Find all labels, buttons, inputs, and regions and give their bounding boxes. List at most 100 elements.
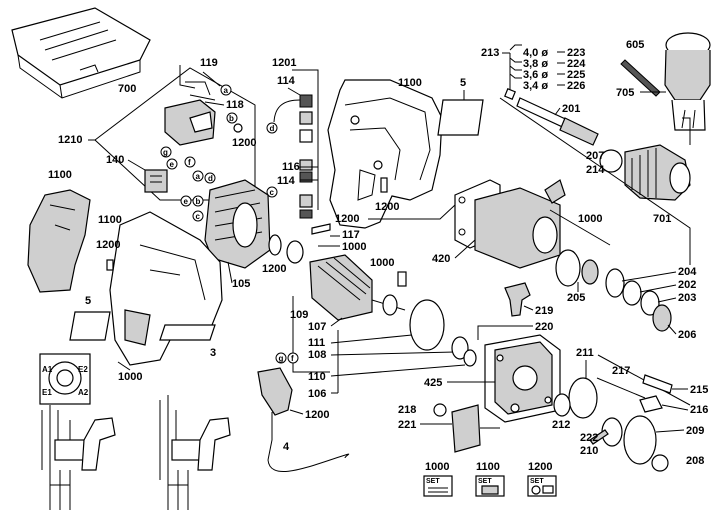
svg-text:a: a	[224, 86, 229, 95]
drill-size-226: 3,4 ø	[523, 80, 548, 92]
label-5-b: 5	[85, 295, 91, 307]
handle-half-left	[27, 189, 91, 293]
screw-1000-handle	[117, 361, 131, 371]
retaining-ring-207	[599, 149, 623, 173]
label-1000-d: 1000	[578, 213, 602, 225]
washer-1200	[268, 234, 282, 256]
label-605: 605	[626, 39, 644, 51]
svg-text:d: d	[270, 124, 275, 133]
label-217: 217	[612, 365, 630, 377]
svg-text:b: b	[229, 114, 234, 123]
svg-text:SET: SET	[426, 478, 440, 485]
screw-1000-armature	[397, 271, 407, 287]
label-108: 108	[308, 349, 326, 361]
screw-1200-handle	[106, 259, 114, 271]
nameplate-5-top	[437, 99, 484, 136]
washer-208	[651, 454, 669, 472]
svg-text:1200: 1200	[528, 461, 552, 473]
label-224: 224	[567, 58, 586, 70]
chuck-key	[682, 117, 691, 145]
clip-117	[311, 223, 331, 235]
label-218: 218	[398, 404, 416, 416]
label-118: 118	[226, 99, 244, 111]
key-222	[589, 429, 609, 445]
label-219: 219	[535, 305, 553, 317]
side-handle-705	[664, 32, 711, 131]
screw-1000-gear	[549, 209, 611, 246]
label-109: 109	[290, 309, 308, 321]
label-1000-b: 1000	[342, 241, 366, 253]
label-116: 116	[282, 161, 300, 173]
drill-size-224: 3,8 ø	[523, 58, 548, 70]
gear-209	[623, 415, 657, 465]
label-201: 201	[562, 103, 580, 115]
svg-text:SET: SET	[530, 478, 544, 485]
wiring-diagram-2	[159, 395, 231, 510]
label-225: 225	[567, 69, 585, 81]
svg-text:f: f	[291, 354, 294, 363]
label-5-a: 5	[460, 77, 466, 89]
wiring-diagram-1: A1 E2 E1 A2	[39, 353, 116, 510]
gearbox-cover-425	[484, 334, 561, 423]
label-701: 701	[653, 213, 671, 225]
svg-text:g: g	[163, 148, 168, 157]
seal-203	[640, 290, 660, 316]
label-226: 226	[567, 80, 585, 92]
label-3: 3	[210, 347, 216, 359]
label-206: 206	[678, 329, 696, 341]
spindle-201	[504, 88, 599, 146]
armature-107	[309, 254, 406, 321]
label-214: 214	[586, 164, 605, 176]
label-114-a: 114	[277, 75, 296, 87]
label-plate-3	[159, 324, 216, 341]
nameplate-5-left	[69, 311, 111, 341]
svg-text:c: c	[270, 188, 275, 197]
svg-text:a: a	[196, 172, 201, 181]
svg-text:d: d	[208, 174, 213, 183]
label-215: 215	[690, 384, 708, 396]
bearing-204	[605, 268, 625, 298]
label-223: 223	[567, 47, 585, 59]
svg-text:E1: E1	[42, 388, 52, 397]
set-badge-1100: 1100 SET	[475, 461, 505, 497]
spring-215	[642, 374, 673, 394]
label-1000-c: 1000	[370, 257, 394, 269]
field-coil-105	[204, 179, 271, 269]
label-107: 107	[308, 321, 326, 333]
svg-text:A2: A2	[78, 388, 89, 397]
gear-211	[568, 377, 598, 419]
bearing-109	[286, 240, 304, 264]
label-117: 117	[342, 229, 360, 241]
svg-text:1000: 1000	[425, 461, 449, 473]
svg-text:1100: 1100	[476, 461, 500, 473]
svg-text:g: g	[279, 354, 284, 363]
label-1200-f: 1200	[305, 409, 329, 421]
lever-219	[504, 282, 531, 317]
drill-size-223: 4,0 ø	[523, 47, 548, 59]
bearing-108	[451, 336, 469, 360]
label-705: 705	[616, 87, 634, 99]
carbon-brushes	[299, 94, 313, 219]
bushing-214	[544, 179, 566, 204]
svg-text:A1: A1	[42, 365, 53, 374]
label-425: 425	[424, 377, 442, 389]
label-1100-mid: 1100	[98, 214, 122, 226]
washer-212	[553, 393, 571, 417]
bearing-206	[652, 304, 672, 332]
motor-housing-top	[327, 79, 443, 229]
pinion-221	[451, 404, 481, 453]
svg-text:f: f	[188, 158, 191, 167]
label-111: 111	[308, 337, 325, 349]
screw-1200-top	[380, 177, 388, 193]
drill-size-225: 3,6 ø	[523, 69, 548, 81]
label-420: 420	[432, 253, 450, 265]
depth-rod-605	[620, 59, 661, 97]
set-badge-1000: 1000 SET	[423, 461, 453, 497]
label-1200-b: 1200	[96, 239, 120, 251]
washer-218	[433, 403, 447, 417]
screw-1200	[233, 123, 243, 133]
label-212: 212	[552, 419, 570, 431]
label-203: 203	[678, 292, 696, 304]
cable-clamp-1200	[257, 367, 350, 473]
